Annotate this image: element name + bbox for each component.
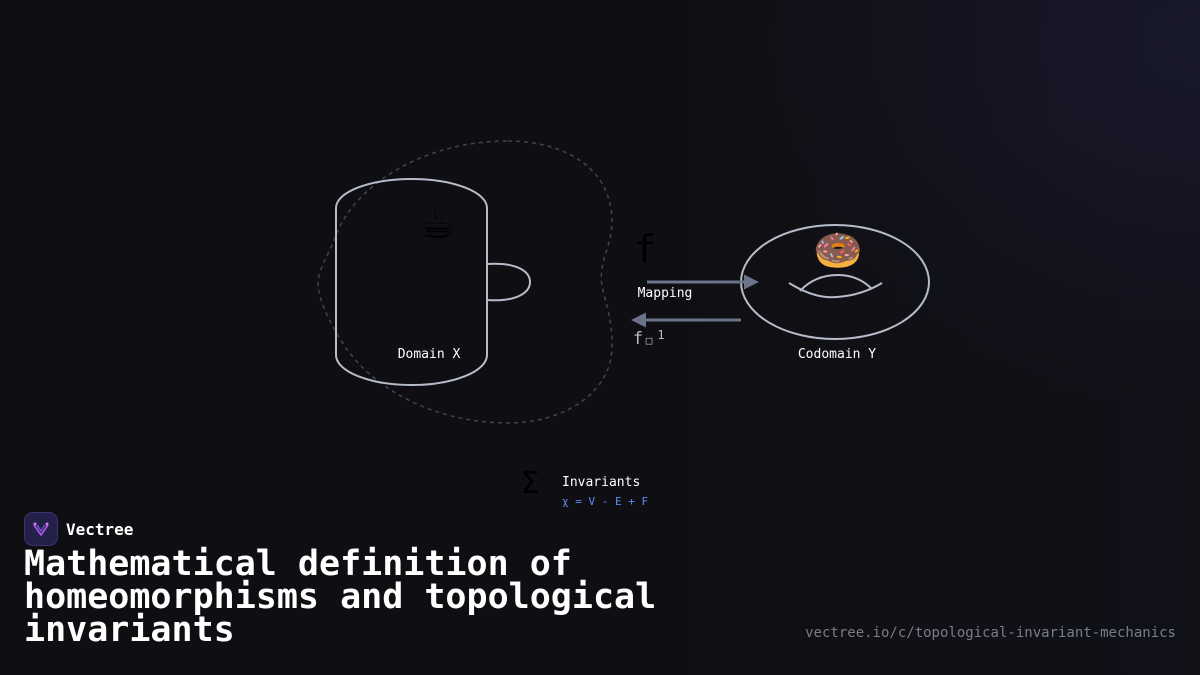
brand-name: Vectree (66, 519, 134, 539)
mug-shape (335, 178, 532, 386)
inverse-symbol: f (633, 329, 643, 349)
inverse-superscript: 1 (657, 328, 664, 342)
deformation-dashed-outline (317, 140, 613, 424)
course-url[interactable]: vectree.io/c/topological-invariant-mecha… (805, 625, 1176, 641)
page-title: Mathematical definition of homeomorphism… (24, 544, 657, 650)
torus-hole-upper-arc (799, 273, 873, 292)
torus-hole-lower-arc (788, 282, 883, 299)
sigma-icon: Σ (521, 466, 540, 501)
vectree-logo-icon (24, 512, 58, 546)
mug-handle (486, 262, 532, 302)
brand: Vectree (24, 512, 133, 546)
inverse-glyph: □ (646, 334, 653, 347)
donut-icon: 🍩 (813, 228, 863, 274)
mapping-symbol: f (634, 227, 657, 271)
domain-label: Domain X (398, 347, 461, 362)
invariants-label: Invariants (562, 475, 640, 490)
euler-characteristic-formula: χ = V - E + F (562, 495, 648, 508)
coffee-icon: ☕ (420, 202, 456, 248)
mapping-label: Mapping (638, 286, 693, 301)
codomain-label: Codomain Y (798, 347, 876, 362)
